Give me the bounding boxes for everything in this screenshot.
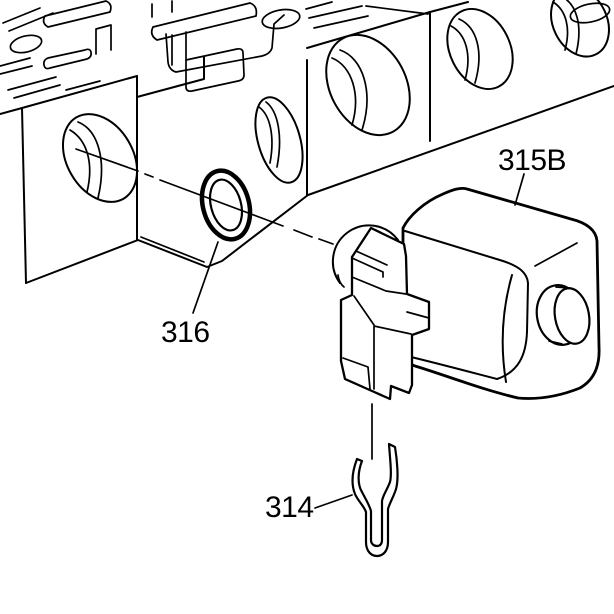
valve-body-left-edge xyxy=(21,107,27,284)
valve-bore-left-depth-lines xyxy=(69,121,103,199)
solenoid-snout xyxy=(331,224,399,284)
solenoid-bracket xyxy=(339,226,431,401)
solenoid-boss-edges xyxy=(548,286,571,345)
top-slot-2 xyxy=(42,48,93,70)
top-slot-long xyxy=(150,2,258,41)
label-314: 314 xyxy=(265,491,314,524)
valve-bore-b-depth-lines xyxy=(450,18,480,84)
break-hatch-lines xyxy=(2,7,54,32)
top-hole-right xyxy=(261,8,301,30)
top-wall-1 xyxy=(95,24,112,55)
label-315b: 315B xyxy=(498,144,566,177)
retaining-clip-314 xyxy=(351,442,399,558)
valve-bore-b xyxy=(446,8,514,90)
valve-bore-a xyxy=(325,33,411,137)
top-recess-floor xyxy=(185,47,245,93)
top-recess-walls xyxy=(151,0,187,66)
solenoid-face-frame xyxy=(404,230,529,380)
valve-bore-mid-depth-lines xyxy=(258,101,281,168)
callouts: 315B 316 314 xyxy=(161,144,567,524)
valve-body-bottom-edge xyxy=(25,85,614,284)
top-surface-channels xyxy=(0,0,611,99)
valve-body xyxy=(0,0,614,284)
valve-bore-left xyxy=(62,113,138,203)
valve-body-top-edge-left xyxy=(0,75,138,115)
top-hole-far-right xyxy=(569,2,611,24)
top-channel-pair-1 xyxy=(0,57,33,75)
assembly-centerline xyxy=(75,148,334,245)
top-channel-pair-2 xyxy=(7,76,101,99)
bracket-step-edges xyxy=(342,250,430,390)
oring-inner xyxy=(208,178,244,232)
valve-bore-c-depth-lines xyxy=(552,0,580,55)
solenoid-coil-silhouette xyxy=(501,274,513,383)
valve-bore-c xyxy=(550,0,610,58)
solenoid-top-accent-line xyxy=(534,242,578,267)
leader-line-314 xyxy=(314,494,353,509)
bracket-silhouette xyxy=(339,226,431,401)
valve-body-mid-top-edge xyxy=(136,56,205,98)
valve-body-bottom-chamfer xyxy=(140,236,205,263)
valve-bore-mid xyxy=(254,96,304,184)
oring-seal-316 xyxy=(199,168,253,242)
valve-bores xyxy=(62,0,610,203)
label-316: 316 xyxy=(161,316,210,349)
leader-line-316 xyxy=(192,241,219,314)
oring-outer xyxy=(199,168,253,242)
valve-bore-a-depth-lines xyxy=(331,49,368,131)
solenoid-valve-315b xyxy=(331,186,601,401)
leader-line-315b xyxy=(514,173,525,206)
top-recess-outline xyxy=(165,14,285,73)
solenoid-housing xyxy=(401,186,601,400)
top-hole-left xyxy=(9,34,43,54)
top-slot-1 xyxy=(42,0,112,28)
top-channels-right xyxy=(305,1,429,29)
